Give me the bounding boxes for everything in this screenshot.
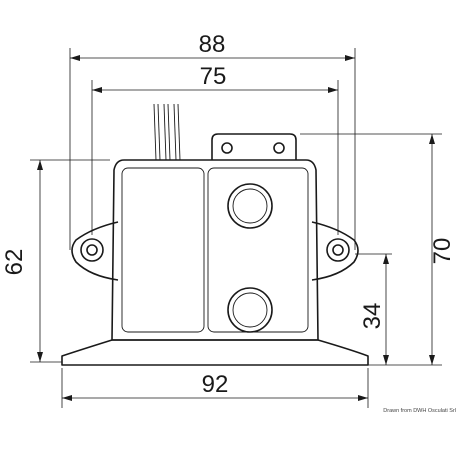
left-ear-hole-outer (80, 238, 104, 262)
dim-34-label: 34 (359, 303, 386, 330)
upper-cable-gland-inner (232, 188, 268, 224)
wire-1b (157, 103, 161, 161)
dim-92-arrow-left (62, 395, 72, 401)
dim-88-arrow-left (70, 55, 80, 61)
dimension-lines (30, 48, 442, 408)
right-compartment (207, 167, 309, 333)
main-housing (111, 159, 319, 341)
dim-88-arrow-right (345, 55, 355, 61)
lower-cable-gland-inner (232, 292, 268, 328)
dim-70-label: 70 (429, 238, 456, 265)
wire-2b (167, 103, 171, 161)
dim-92-label: 92 (202, 371, 229, 398)
right-mounting-ear (311, 221, 359, 281)
wire-2 (163, 103, 167, 161)
dim-92-arrow-right (358, 395, 368, 401)
dim-88-label: 88 (199, 31, 226, 58)
left-mounting-ear (71, 221, 119, 281)
top-tab-hole-left (221, 142, 233, 154)
dim-75-arrow-left (92, 87, 102, 93)
right-ear-hole-inner (332, 244, 344, 256)
top-mounting-tab (211, 133, 297, 160)
dim-34-arrow-bottom (383, 355, 389, 365)
wire-3 (173, 103, 177, 161)
dim-62-arrow-bottom (37, 352, 43, 362)
dim-75-arrow-right (328, 87, 338, 93)
base-flange (61, 339, 369, 366)
dim-75-label: 75 (200, 63, 227, 90)
lower-cable-gland-outer (227, 287, 273, 333)
left-ear-hole-inner (86, 244, 98, 256)
dim-62-arrow-top (37, 160, 43, 170)
wire-3b (177, 103, 181, 161)
dim-70-arrow-top (429, 134, 435, 144)
upper-cable-gland-outer (227, 183, 273, 229)
wire-1 (153, 103, 157, 161)
credit-text: Drawn from DWH Osculati Srl (383, 408, 456, 414)
switch-device (61, 103, 369, 366)
dim-70-arrow-bottom (429, 355, 435, 365)
left-compartment (121, 167, 205, 333)
wires (153, 103, 181, 161)
dim-34-arrow-top (383, 254, 389, 264)
top-tab-hole-right (273, 142, 285, 154)
right-ear-hole-outer (326, 238, 350, 262)
dim-62-label: 62 (1, 249, 28, 276)
